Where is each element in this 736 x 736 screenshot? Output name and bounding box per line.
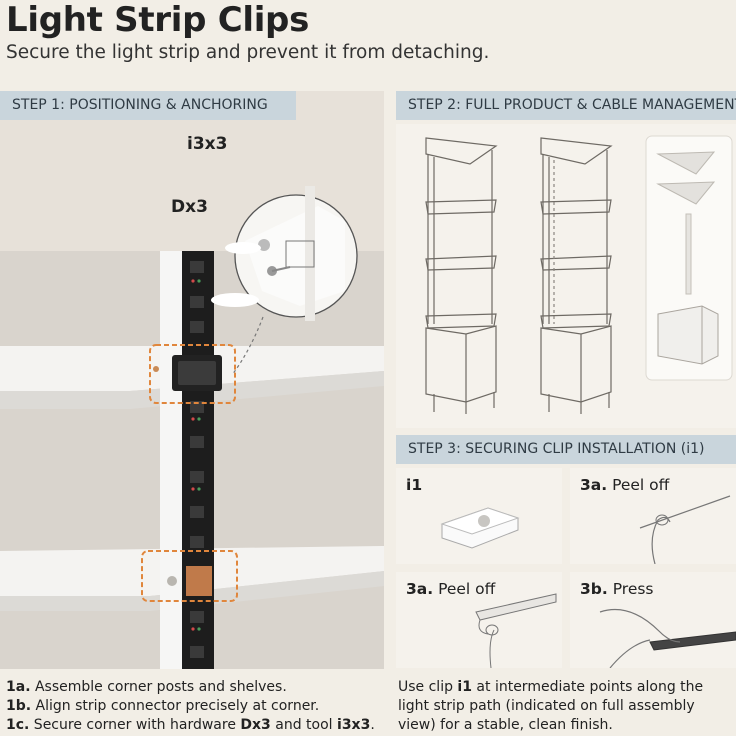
cell-3a-top-num: 3a. — [580, 476, 608, 494]
step3-peel-off-bottom: 3a. Peel off — [396, 572, 562, 668]
cell-3a-bottom-num: 3a. — [406, 580, 434, 598]
caption-1b-text: Align strip connector precisely at corne… — [31, 698, 320, 714]
step1-label: STEP 1: POSITIONING & ANCHORING — [0, 91, 296, 120]
cell-i1-label: i1 — [406, 476, 423, 494]
caption-right-text-2: at intermediate points along the light s… — [398, 679, 704, 733]
cell-3a-top-text: Peel off — [607, 476, 670, 494]
page-title: Light Strip Clips — [6, 0, 310, 40]
caption-right-bold-i1: i1 — [457, 679, 472, 695]
step2-illustration — [396, 124, 736, 428]
cell-3a-bottom-text: Peel off — [433, 580, 496, 598]
step2-label: STEP 2: FULL PRODUCT & CABLE MANAGEMENT — [396, 91, 736, 120]
step1-illustration: i3x3 Dx3 — [0, 91, 384, 669]
cell-3b-text: Press — [607, 580, 654, 598]
step3-grid: i1 3a. Peel off 3a. Peel off 3b. Press — [396, 468, 736, 668]
step3-clip-i1: i1 — [396, 468, 562, 564]
page-subtitle: Secure the light strip and prevent it fr… — [6, 42, 490, 63]
step1-captions: 1a. Assemble corner posts and shelves. 1… — [6, 678, 386, 735]
caption-1b: 1b. Align strip connector precisely at c… — [6, 697, 386, 716]
step3-caption: Use clip i1 at intermediate points along… — [398, 678, 728, 735]
caption-1a-text: Assemble corner posts and shelves. — [30, 679, 287, 695]
caption-1a: 1a. Assemble corner posts and shelves. — [6, 678, 386, 697]
step3-label: STEP 3: SECURING CLIP INSTALLATION (i1) — [396, 435, 736, 464]
caption-1c-text-2: and tool — [270, 717, 338, 733]
cell-3b-num: 3b. — [580, 580, 608, 598]
caption-1a-num: 1a. — [6, 679, 31, 695]
step3-press: 3b. Press — [570, 572, 736, 668]
caption-1c-bold-i3x3: i3x3 — [337, 717, 371, 733]
caption-1b-num: 1b. — [6, 698, 32, 714]
caption-1c-num: 1c. — [6, 717, 30, 733]
step3-peel-off-top: 3a. Peel off — [570, 468, 736, 564]
caption-right-text-1: Use clip — [398, 679, 458, 695]
caption-1c-text-3: . — [370, 717, 375, 733]
callout-label-dx3: Dx3 — [171, 197, 208, 217]
caption-1c-bold-dx3: Dx3 — [240, 717, 271, 733]
callout-label-i3x3: i3x3 — [187, 134, 228, 154]
caption-1c-text-1: Secure corner with hardware — [29, 717, 241, 733]
caption-1c: 1c. Secure corner with hardware Dx3 and … — [6, 716, 386, 735]
